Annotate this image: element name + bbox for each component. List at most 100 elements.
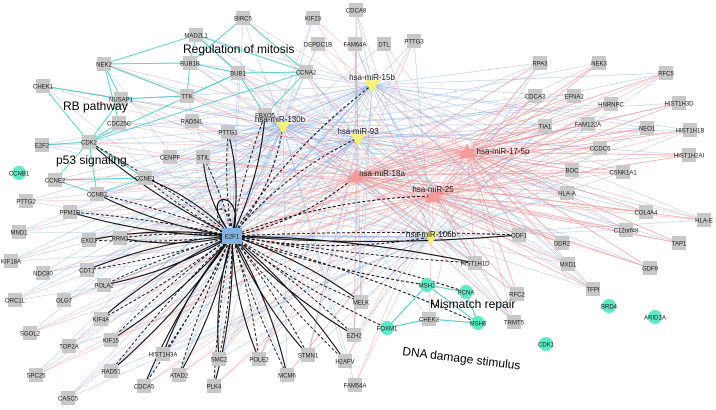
gene-node-kif4a[interactable] — [94, 312, 108, 326]
mirna-node-m17[interactable] — [459, 144, 475, 159]
gene-node-chek1[interactable] — [36, 79, 50, 93]
gene-node-rfc2[interactable] — [510, 287, 524, 301]
gene-node-casc5[interactable] — [61, 391, 75, 405]
gene-node-ccdc5[interactable] — [593, 141, 607, 155]
gene-node-bub1b[interactable] — [183, 56, 197, 70]
gene-node-mad2l1[interactable] — [189, 28, 203, 42]
gene-node-ccna2[interactable] — [299, 65, 313, 79]
gene-node-ccne2[interactable] — [48, 173, 62, 187]
gene-node-hist1h3a[interactable] — [156, 347, 170, 361]
gene-node-e2f2[interactable] — [35, 138, 49, 152]
hub-gene-node-pcna[interactable] — [459, 285, 473, 299]
gene-node-ccnb2[interactable] — [90, 187, 104, 201]
gene-node-cenpf[interactable] — [163, 150, 177, 164]
gene-node-cdca5[interactable] — [137, 379, 151, 393]
hub-gene-node-ccnb1[interactable] — [12, 166, 26, 180]
gene-node-h2afv[interactable] — [338, 354, 352, 368]
gene-node-efna2[interactable] — [567, 89, 581, 103]
gene-node-pola2[interactable] — [97, 278, 111, 292]
hub-gene-node-cdk1[interactable] — [539, 337, 553, 351]
gene-node-plk4[interactable] — [207, 379, 221, 393]
gene-node-pttg3[interactable] — [407, 34, 421, 48]
mirna-node-m25[interactable] — [425, 188, 441, 203]
gene-node-atad2[interactable] — [172, 368, 186, 382]
mirna-node-m130b[interactable] — [275, 121, 291, 134]
gene-node-kif18a[interactable] — [4, 254, 18, 268]
gene-node-cdca3[interactable] — [528, 89, 542, 103]
gene-node-ccne1[interactable] — [138, 171, 152, 185]
gene-node-bub1[interactable] — [231, 66, 245, 80]
gene-node-tfpi[interactable] — [586, 282, 600, 296]
mirna-node-m15b[interactable] — [364, 80, 380, 93]
gene-node-melk[interactable] — [354, 295, 368, 309]
mirna-node-m93[interactable] — [350, 133, 366, 146]
gene-node-pttg1[interactable] — [221, 125, 235, 139]
gene-node-odf1[interactable] — [512, 228, 526, 242]
gene-node-fam64a[interactable] — [348, 37, 362, 51]
gene-node-rfc5[interactable] — [659, 66, 673, 80]
gene-node-boc[interactable] — [565, 163, 579, 177]
gene-node-nek2[interactable] — [97, 57, 111, 71]
gene-node-rrm2[interactable] — [113, 231, 127, 245]
gene-node-birc5[interactable] — [236, 11, 250, 25]
gene-node-mnd1[interactable] — [12, 225, 26, 239]
gene-node-stmn1[interactable] — [301, 348, 315, 362]
gene-node-tap1[interactable] — [672, 236, 686, 250]
hub-gene-node-msh6[interactable] — [471, 316, 485, 330]
gene-node-rad51[interactable] — [104, 364, 118, 378]
gene-node-pole2[interactable] — [252, 352, 266, 366]
gene-node-spc25[interactable] — [29, 368, 43, 382]
gene-node-hla-a[interactable] — [560, 186, 574, 200]
gene-node-fam54a[interactable] — [348, 378, 362, 392]
mirna-node-m18a[interactable] — [348, 168, 364, 183]
gene-node-tia1[interactable] — [538, 119, 552, 133]
gene-node-hist1h1d[interactable] — [468, 256, 482, 270]
gene-node-ttk[interactable] — [180, 89, 194, 103]
gene-node-exo1[interactable] — [82, 233, 96, 247]
gene-node-dtl[interactable] — [377, 37, 391, 51]
gene-node-cdk2[interactable] — [82, 135, 96, 149]
gene-node-mxd1[interactable] — [561, 257, 575, 271]
gene-node-kif15[interactable] — [104, 333, 118, 347]
gene-node-csnk1a1[interactable] — [616, 165, 630, 179]
gene-node-olg7[interactable] — [57, 293, 71, 307]
gene-node-hist1h1b[interactable] — [683, 123, 697, 137]
gene-node-kif23[interactable] — [306, 11, 320, 25]
gene-node-orc1l[interactable] — [8, 293, 22, 307]
gene-node-depdc1b[interactable] — [311, 37, 325, 51]
gene-node-hist1h2ai[interactable] — [682, 148, 696, 162]
gene-node-neo1[interactable] — [640, 121, 654, 135]
gene-node-nek3[interactable] — [592, 56, 606, 70]
hub-gene-node-brd4[interactable] — [602, 299, 616, 313]
hub-gene-node-foxm1[interactable] — [380, 321, 394, 335]
gene-node-ddr2[interactable] — [555, 236, 569, 250]
gene-node-hist1h3d[interactable] — [672, 96, 686, 110]
gene-node-rad54l[interactable] — [185, 114, 199, 128]
gene-node-top2a[interactable] — [62, 339, 76, 353]
gene-node-pttg2[interactable] — [19, 194, 33, 208]
gene-node-mcm6[interactable] — [280, 368, 294, 382]
gene-node-fbxo5[interactable] — [258, 108, 272, 122]
gene-node-ppm1d[interactable] — [63, 205, 77, 219]
gene-node-gdf9[interactable] — [643, 261, 657, 275]
gene-node-ndc80[interactable] — [36, 266, 50, 280]
gene-node-ezh2[interactable] — [347, 328, 361, 342]
gene-node-smc2[interactable] — [212, 352, 226, 366]
gene-node-hnrnpc[interactable] — [604, 97, 618, 111]
mirna-node-m106b[interactable] — [423, 232, 439, 245]
gene-node-c12orf48[interactable] — [619, 223, 633, 237]
gene-node-sgol2[interactable] — [23, 326, 37, 340]
gene-node-stil[interactable] — [196, 150, 210, 164]
gene-node-cdt1[interactable] — [80, 263, 94, 277]
gene-node-hla-e[interactable] — [697, 213, 711, 227]
hub-gene-node-msh2[interactable] — [420, 278, 434, 292]
tf-node-e2f1[interactable] — [222, 228, 242, 244]
hub-gene-node-arid1a[interactable] — [648, 310, 662, 324]
gene-node-nusap1[interactable] — [114, 92, 128, 106]
gene-node-col4a4[interactable] — [639, 205, 653, 219]
gene-node-cdc25c[interactable] — [112, 116, 126, 130]
gene-node-rpa3[interactable] — [533, 56, 547, 70]
gene-node-chek2[interactable] — [422, 312, 436, 326]
gene-node-trmt5[interactable] — [507, 315, 521, 329]
gene-node-fam122a[interactable] — [581, 117, 595, 131]
